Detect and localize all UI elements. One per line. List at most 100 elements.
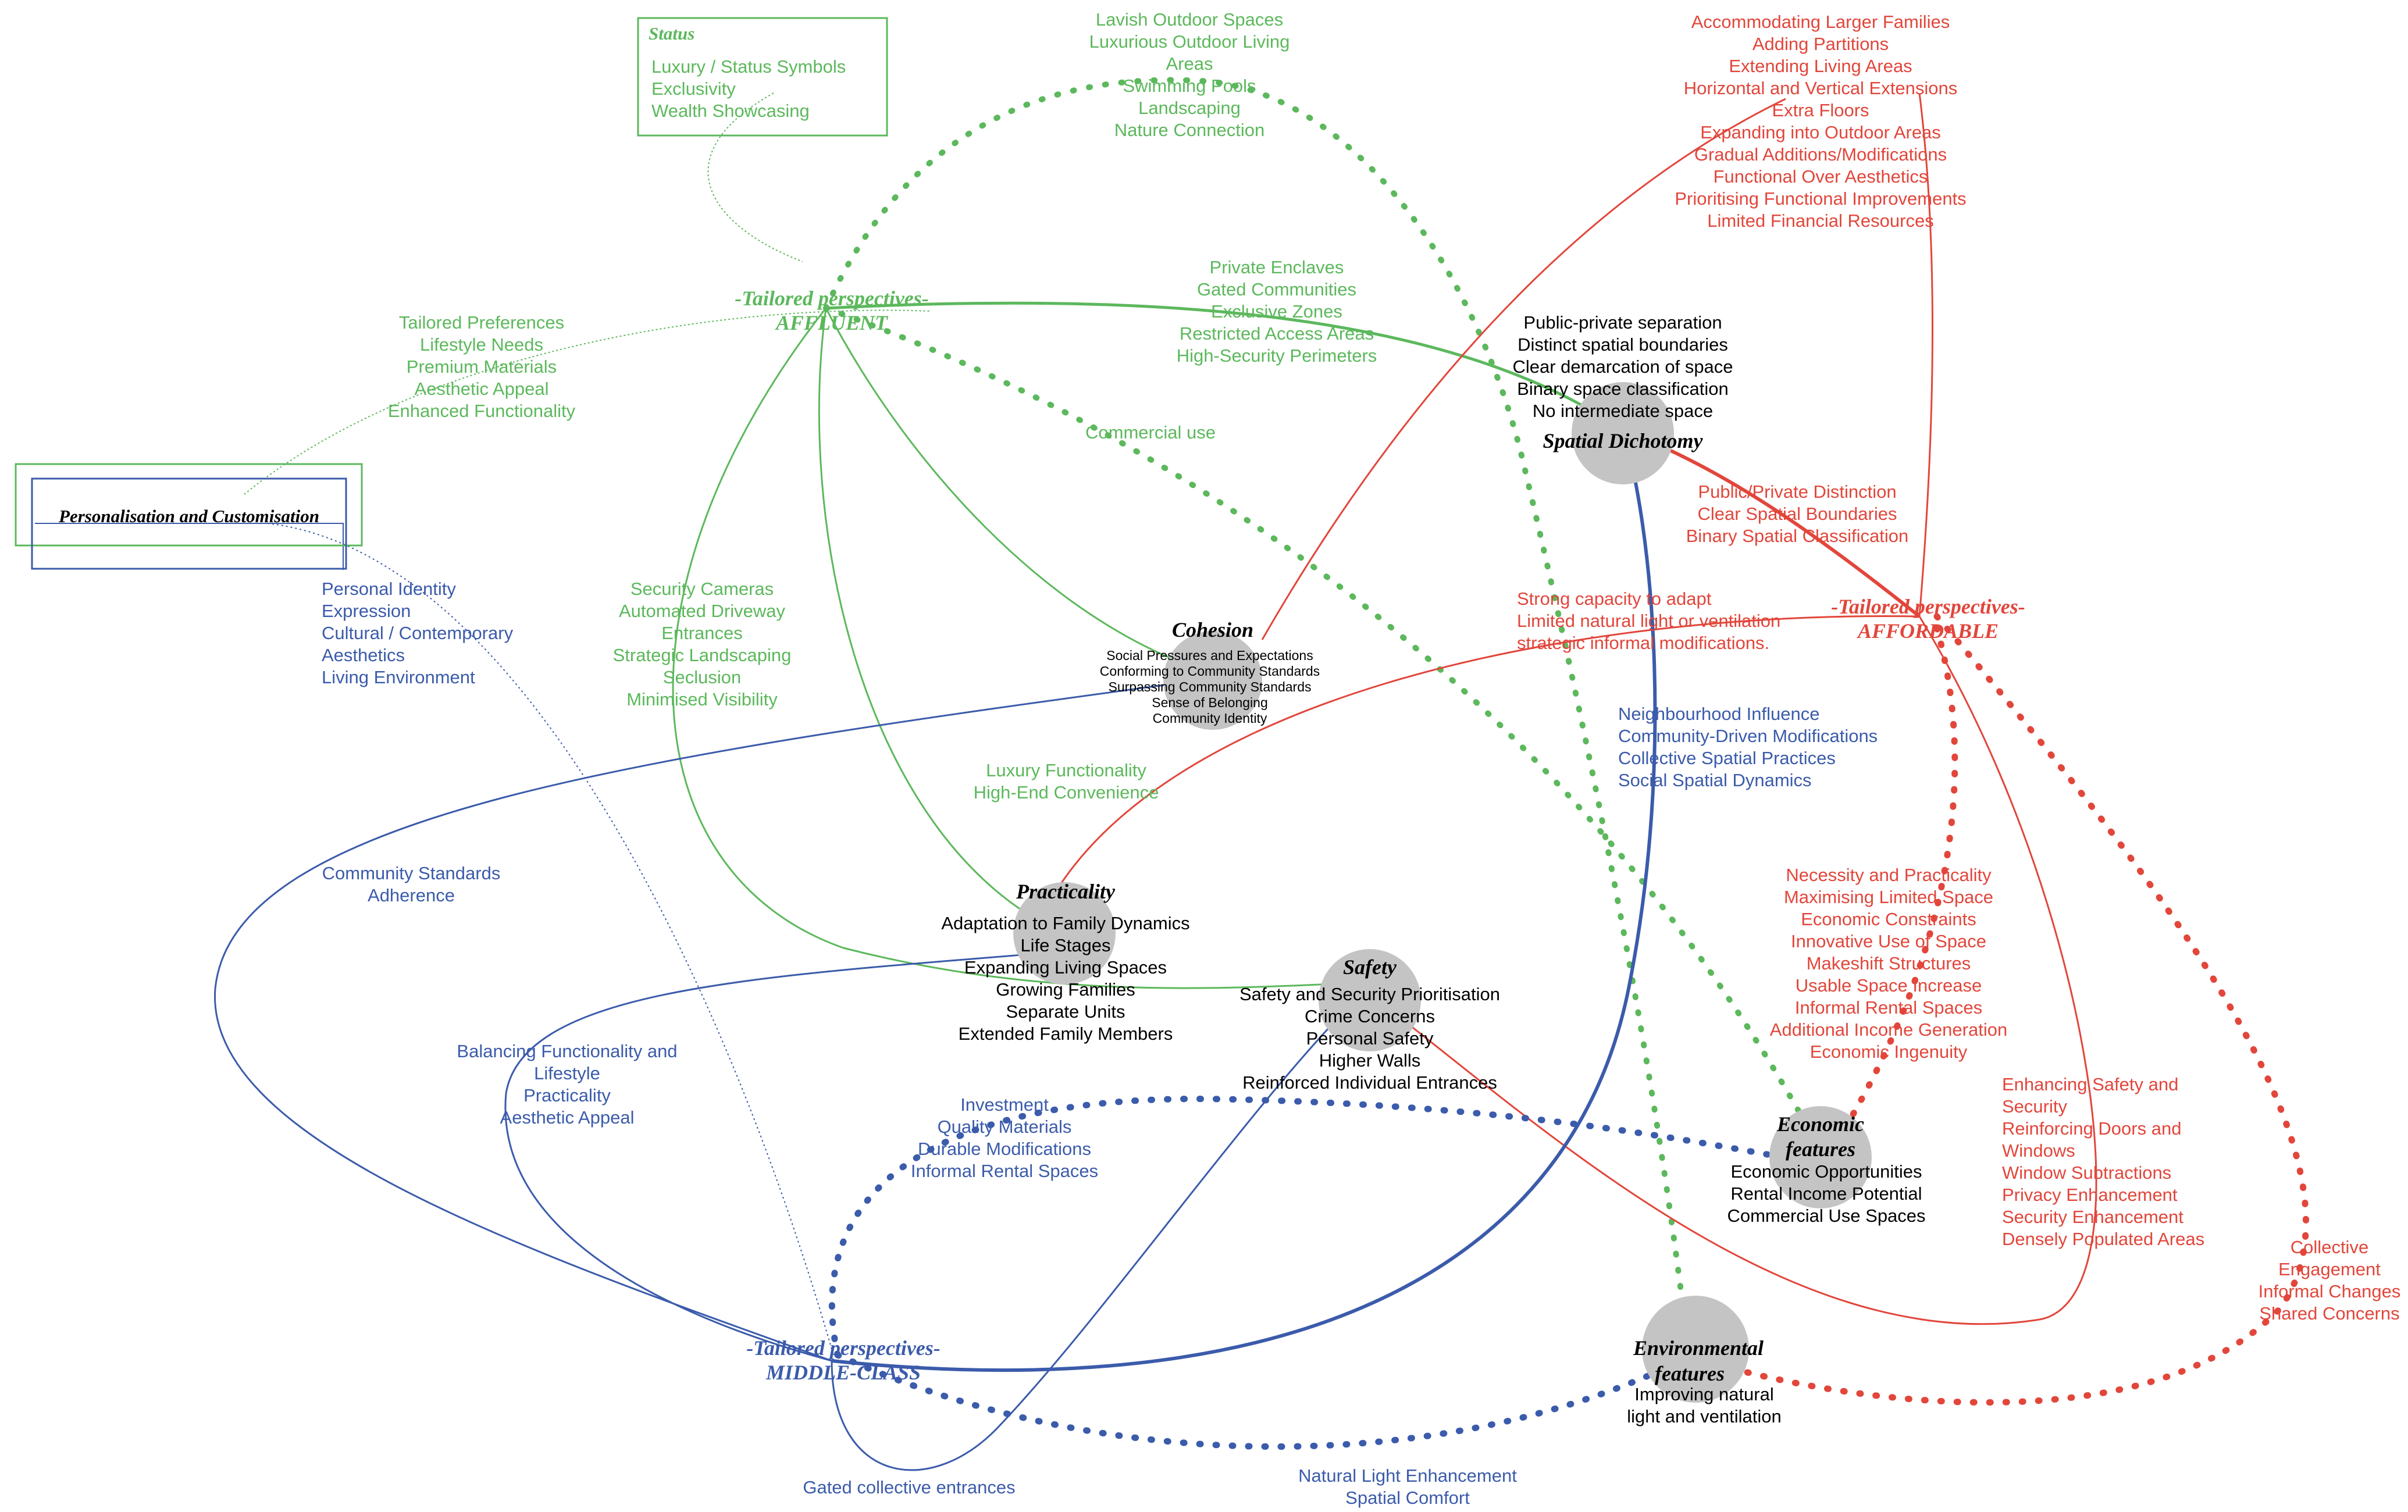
red-link-affordable-safety	[1407, 616, 2097, 1325]
red-link-affordable-families	[1918, 92, 1933, 617]
red-necessity-item: Economic Constraints	[1801, 909, 1976, 929]
red-families-item: Expanding into Outdoor Areas	[1700, 122, 1941, 142]
blue-neighbourhood-list: Neighbourhood Influence Community-Driven…	[1618, 704, 1878, 790]
blue-link-gated-safety	[831, 999, 1356, 1471]
blue-identity-item: Cultural / Contemporary	[322, 623, 514, 643]
green-luxury-item: High-End Convenience	[974, 782, 1159, 803]
node-circles	[1013, 382, 1872, 1403]
node-practicality: Practicality Adaptation to Family Dynami…	[941, 880, 1189, 1044]
practicality-item: Growing Families	[996, 979, 1135, 1000]
blue-balancing-item: Practicality	[523, 1085, 611, 1106]
green-outdoor-item: Lavish Outdoor Spaces	[1096, 9, 1283, 30]
red-collective-item: Engagement	[2278, 1259, 2381, 1279]
red-safety-item: Densely Populated Areas	[2002, 1229, 2204, 1249]
blue-link-middle-cohesion	[214, 679, 1199, 1362]
spatial-dichotomy-label: Spatial Dichotomy	[1543, 429, 1703, 452]
practicality-item: Separate Units	[1006, 1001, 1125, 1022]
status-box: Status Luxury / Status Symbols Exclusivi…	[637, 17, 888, 137]
green-commercial-item: Commercial use	[1085, 422, 1216, 443]
green-link-affluent-cohesion	[825, 308, 1199, 670]
blue-standards-item: Adherence	[368, 885, 455, 905]
blue-standards-item: Community Standards	[322, 863, 501, 883]
red-link-affordable-practicality	[1034, 615, 1920, 931]
cohesion-item: Conforming to Community Standards	[1100, 664, 1320, 679]
blue-neighbourhood-item: Social Spatial Dynamics	[1618, 770, 1812, 790]
green-security-item: Entrances	[661, 623, 743, 643]
red-safety-item: Security	[2002, 1096, 2067, 1117]
red-families-item: Extra Floors	[1772, 100, 1869, 120]
green-outdoor-item: Areas	[1166, 54, 1213, 74]
red-collective-list: Collective Engagement Informal Changes S…	[2259, 1237, 2401, 1324]
economic-item: Economic Opportunities	[1730, 1161, 1922, 1182]
blue-natural-item: Spatial Comfort	[1345, 1488, 1470, 1508]
environmental-label-2: features	[1655, 1362, 1725, 1385]
green-outdoor-item: Landscaping	[1138, 98, 1241, 118]
red-collective-item: Collective	[2291, 1237, 2368, 1257]
perspective-affluent: -Tailored perspectives- AFFLUENT	[735, 287, 929, 334]
cohesion-item: Community Identity	[1153, 711, 1267, 726]
red-adapt-item: Limited natural light or ventilation	[1517, 611, 1780, 631]
cohesion-item: Surpassing Community Standards	[1109, 679, 1312, 694]
spatial-dichotomy-circle	[1572, 382, 1674, 484]
node-cohesion: Cohesion Social Pressures and Expectatio…	[1100, 618, 1320, 726]
red-families-item: Limited Financial Resources	[1707, 211, 1933, 231]
red-dotted-affordable-economic	[1823, 625, 1958, 1161]
red-families-item: Functional Over Aesthetics	[1714, 166, 1928, 187]
grey-dotted-status	[707, 92, 803, 262]
red-families-item: Gradual Additions/Modifications	[1694, 144, 1947, 165]
middle-heading-2: MIDDLE-CLASS	[765, 1361, 921, 1384]
green-link-affluent-spatial	[825, 301, 1624, 432]
practicality-item: Expanding Living Spaces	[964, 957, 1167, 978]
perspective-affordable: -Tailored perspectives- AFFORDABLE	[1831, 595, 2025, 643]
status-item: Wealth Showcasing	[651, 101, 810, 121]
blue-dotted-middle-economic	[829, 1096, 1818, 1358]
economic-circle	[1769, 1106, 1872, 1208]
red-adapt-item: strategic informal modifications.	[1517, 633, 1769, 653]
blue-natural-item: Natural Light Enhancement	[1298, 1465, 1517, 1486]
red-safety-list: Enhancing Safety and Security Reinforcin…	[2002, 1074, 2204, 1249]
node-economic: Economic features Economic Opportunities…	[1727, 1112, 1925, 1226]
green-luxury-item: Luxury Functionality	[986, 760, 1146, 780]
green-enclaves-item: High-Security Perimeters	[1177, 345, 1377, 366]
affordable-heading-2: AFFORDABLE	[1857, 619, 1999, 643]
safety-item: Reinforced Individual Entrances	[1242, 1072, 1497, 1093]
personalisation-title: Personalisation and Customisation	[58, 506, 319, 526]
personalisation-box: Personalisation and Customisation	[15, 463, 363, 570]
red-necessity-item: Economic Ingenuity	[1810, 1042, 1968, 1062]
green-security-list: Security Cameras Automated Driveway Entr…	[613, 579, 792, 709]
economic-item: Rental Income Potential	[1730, 1183, 1922, 1204]
blue-neighbourhood-item: Neighbourhood Influence	[1618, 704, 1819, 724]
safety-label: Safety	[1343, 955, 1397, 979]
green-commercial-label: Commercial use	[1085, 422, 1216, 443]
blue-gated-item: Gated collective entrances	[803, 1477, 1015, 1497]
green-preferences-item: Aesthetic Appeal	[415, 379, 549, 399]
red-collective-item: Informal Changes	[2259, 1281, 2401, 1301]
blue-investment-list: Investment Quality Materials Durable Mod…	[911, 1094, 1098, 1181]
status-item: Exclusivity	[651, 79, 736, 99]
status-item: Luxury / Status Symbols	[651, 56, 846, 77]
green-preferences-item: Tailored Preferences	[399, 312, 564, 333]
red-distinction-item: Binary Spatial Classification	[1686, 526, 1909, 546]
blue-natural-list: Natural Light Enhancement Spatial Comfor…	[1298, 1465, 1517, 1508]
green-dotted-personalisation	[244, 309, 931, 495]
blue-identity-item: Expression	[322, 601, 411, 621]
red-necessity-item: Maximising Limited Space	[1784, 887, 1993, 907]
green-outdoor-item: Luxurious Outdoor Living	[1089, 31, 1290, 52]
red-necessity-item: Additional Income Generation	[1770, 1019, 2007, 1040]
red-adapt-list: Strong capacity to adapt Limited natural…	[1517, 589, 1780, 653]
perspective-middle-class: -Tailored perspectives- MIDDLE-CLASS	[746, 1336, 941, 1384]
safety-item: Safety and Security Prioritisation	[1239, 984, 1500, 1004]
red-families-item: Horizontal and Vertical Extensions	[1684, 78, 1957, 98]
red-families-item: Accommodating Larger Families	[1691, 12, 1950, 32]
blue-balancing-item: Aesthetic Appeal	[500, 1107, 635, 1128]
red-necessity-item: Makeshift Structures	[1807, 953, 1971, 973]
cohesion-item: Social Pressures and Expectations	[1106, 648, 1313, 663]
red-safety-item: Windows	[2002, 1140, 2075, 1161]
node-environmental: Environmental features Improving natural…	[1627, 1336, 1781, 1427]
red-safety-item: Reinforcing Doors and	[2002, 1118, 2181, 1139]
blue-identity-item: Living Environment	[322, 667, 475, 687]
practicality-item: Extended Family Members	[959, 1024, 1173, 1044]
green-security-item: Strategic Landscaping	[613, 645, 792, 665]
green-preferences-item: Premium Materials	[407, 356, 557, 377]
red-distinction-item: Clear Spatial Boundaries	[1698, 504, 1897, 524]
